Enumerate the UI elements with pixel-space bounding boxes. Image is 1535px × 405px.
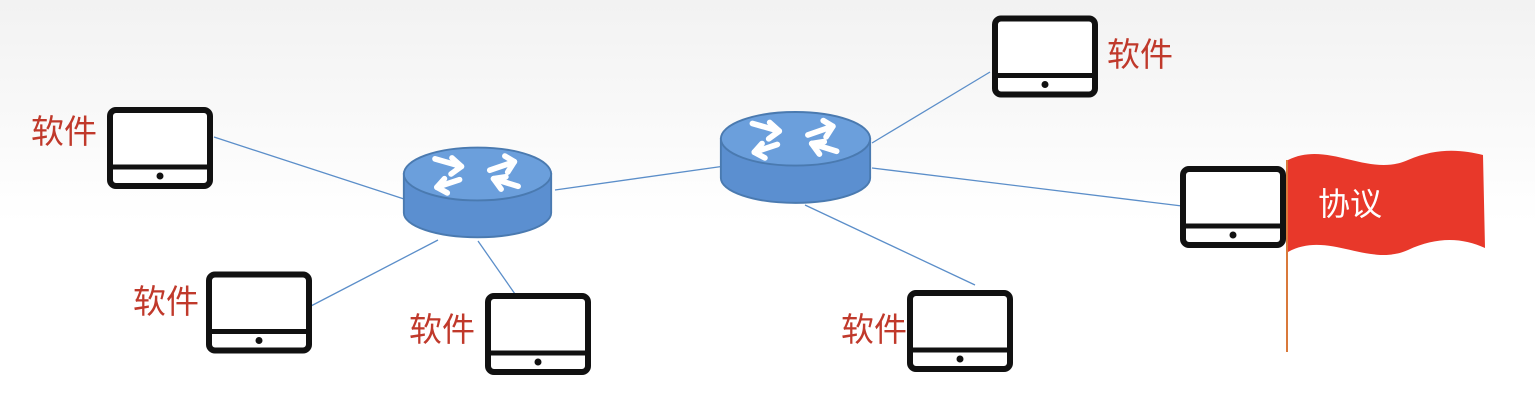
link-router-left-router-right bbox=[554, 165, 726, 191]
monitor-icon[interactable] bbox=[910, 293, 1010, 369]
link-router-left-pc-left-lower bbox=[308, 239, 439, 308]
links bbox=[213, 71, 1183, 308]
link-router-left-pc-center-bottom bbox=[477, 240, 516, 295]
link-router-right-pc-right-flag bbox=[871, 167, 1183, 207]
routers bbox=[404, 112, 870, 237]
software-label: 软件 bbox=[1107, 35, 1173, 74]
link-router-left-pc-left-upper bbox=[213, 136, 405, 200]
software-label: 软件 bbox=[841, 310, 907, 349]
router-icon[interactable] bbox=[404, 148, 551, 238]
monitor-icon[interactable] bbox=[488, 296, 588, 372]
router-icon[interactable] bbox=[721, 112, 870, 203]
monitor-icon[interactable] bbox=[110, 110, 210, 186]
software-label: 软件 bbox=[133, 282, 199, 321]
protocol-label: 协议 bbox=[1318, 185, 1383, 223]
monitor-icon[interactable] bbox=[995, 19, 1095, 95]
flag-icon[interactable] bbox=[1288, 150, 1485, 256]
monitor-icon[interactable] bbox=[209, 275, 309, 351]
link-router-right-pc-top-right bbox=[871, 71, 991, 144]
software-label: 软件 bbox=[409, 310, 475, 349]
protocol-flag bbox=[1286, 150, 1485, 352]
software-label: 软件 bbox=[31, 112, 97, 151]
link-router-right-pc-right-bottom bbox=[804, 204, 976, 286]
monitor-icon[interactable] bbox=[1183, 169, 1283, 245]
